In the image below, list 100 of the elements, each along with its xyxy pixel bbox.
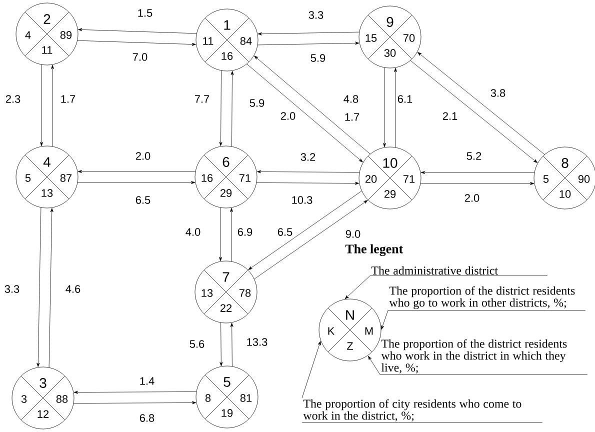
arrow [394,68,398,148]
sector-value: 15 [366,34,377,42]
leader-line [381,310,388,330]
arrow [40,64,44,146]
arrow [417,52,545,155]
arrow [51,64,54,147]
sector-value: 70 [403,34,415,42]
leader-line [368,356,380,375]
sector-value: 20 [365,175,377,183]
edge-label: 6.9 [236,227,254,237]
district-number: 2 [44,14,50,24]
sector-value: 29 [384,190,396,198]
arrow [254,200,368,280]
arrow [230,322,234,367]
arrow [230,208,234,262]
sector-value: 12 [38,410,49,418]
edge-label: 3.3 [3,284,21,294]
sector-value: 16 [222,52,233,60]
arrow [230,70,234,147]
edge-label: 4.6 [64,284,82,294]
edge-label: 6.8 [138,413,156,423]
edge-label: 6.5 [134,195,152,205]
edge-label: 3.3 [307,10,325,20]
district-number: 4 [43,157,50,167]
district-number: 9 [386,17,394,27]
arrow [420,171,535,174]
sector-value: 13 [42,189,53,197]
arrow [219,207,222,262]
edge-label: 3.8 [489,88,507,98]
edge-label: 5.9 [248,98,266,108]
legend-text: The proportion of the district residents who work in the district in which they live, %; [380,339,588,375]
district-number: 1 [224,20,230,30]
sector-value: 16 [202,174,213,182]
arrow [258,32,360,36]
arrow [73,401,196,404]
sector-value: 19 [222,409,233,417]
arrow [410,60,538,163]
sector-value: 10 [560,190,571,198]
edge-label: 2.0 [279,111,297,121]
edge-label: 5.2 [465,151,483,161]
sector-letter: K [328,327,335,335]
sector-value: 22 [220,304,232,312]
edge-label: 7.7 [193,94,211,104]
edge-label: 2.1 [441,111,459,121]
edge-label: 9.0 [344,229,362,239]
arrow [77,40,196,46]
sector-value: 8 [205,394,211,402]
sector-value: 5 [543,175,549,183]
edge-label: 1.7 [59,94,77,104]
sector-value: 90 [578,175,590,183]
sector-value: 78 [239,289,251,297]
arrow [256,170,360,174]
arrow [257,42,360,46]
sector-value: 4 [25,31,31,39]
arrow [420,182,534,186]
leader-line [302,341,321,398]
arrow [256,182,360,185]
legend-heading: The legent [345,244,404,256]
leader-line [344,276,370,300]
edge-label: 7.0 [131,52,149,62]
sector-value: 84 [240,37,252,45]
sector-letter: M [365,327,373,335]
sector-value: 29 [220,189,232,197]
sector-value: 30 [384,49,396,57]
edge-label: 1.4 [138,376,156,386]
arrow [246,64,363,162]
arrow [248,190,362,270]
district-number: 5 [224,377,230,387]
edge-label: 4.0 [184,227,202,237]
sector-value: 87 [60,174,72,182]
edge-label: 2.0 [134,151,152,161]
legend-text: The proportion of the district residents who go to work in other districts, %; [388,286,586,311]
sector-value: 11 [203,37,214,45]
sector-letter: Z [347,342,353,350]
arrow [77,181,196,184]
sector-letter: N [346,310,354,320]
edge-label: 1.5 [136,8,154,18]
arrow [78,170,196,174]
district-number: 8 [562,158,568,168]
edge-label: 6.5 [276,227,294,237]
edge-label: 2.3 [4,94,22,104]
sector-value: 5 [25,174,31,182]
legend-text: The proportion of city residents who come to work in the district, %; [302,399,543,423]
edge-label: 13.3 [245,337,269,347]
sector-value: 88 [56,395,68,403]
sector-value: 13 [202,289,213,297]
edge-label: 3.2 [299,152,317,162]
sector-value: 71 [239,174,251,182]
edge-label: 10.3 [290,195,314,205]
arrow [74,390,197,394]
edge-label: 6.1 [396,94,414,104]
district-number: 7 [222,272,230,282]
edge-label: 5.9 [309,53,327,63]
arrow [254,56,370,154]
edge-label: 5.6 [188,339,206,349]
edge-label: 4.8 [342,94,360,104]
sector-value: 89 [60,31,72,39]
arrow [36,207,42,367]
sector-value: 71 [403,175,415,183]
district-number: 10 [383,158,398,168]
